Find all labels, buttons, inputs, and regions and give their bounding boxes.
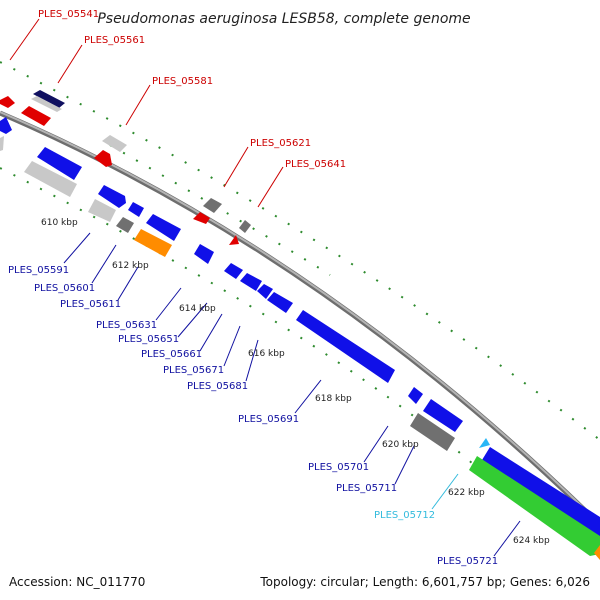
gene-label[interactable]: PLES_05591 xyxy=(8,265,69,276)
accession-text: Accession: NC_011770 xyxy=(9,575,145,589)
gene-label[interactable]: PLES_05561 xyxy=(84,35,145,46)
scale-labels: 610 kbp 612 kbp 614 kbp 616 kbp 618 kbp … xyxy=(41,218,550,546)
label-leaders-cyan xyxy=(431,473,459,510)
genome-backbone xyxy=(0,110,600,527)
gene-label[interactable]: PLES_05541 xyxy=(38,9,99,20)
gene-feature xyxy=(193,212,210,224)
scale-label: 618 kbp xyxy=(315,394,352,404)
gene-feature xyxy=(410,413,455,451)
gene-label[interactable]: PLES_05631 xyxy=(96,320,157,331)
gene-label[interactable]: PLES_05721 xyxy=(437,556,498,567)
gene-feature xyxy=(37,147,82,180)
scale-label: 622 kbp xyxy=(448,488,485,498)
gene-feature xyxy=(98,185,126,208)
gene-label[interactable]: PLES_05621 xyxy=(250,138,311,149)
scale-label: 616 kbp xyxy=(248,349,285,359)
gene-feature xyxy=(116,217,134,233)
gene-label[interactable]: PLES_05641 xyxy=(285,159,346,170)
gene-feature xyxy=(203,198,222,213)
gene-label[interactable]: PLES_05671 xyxy=(163,365,224,376)
gene-label[interactable]: PLES_05651 xyxy=(118,334,179,345)
gene-feature xyxy=(224,263,243,279)
gene-feature xyxy=(239,220,251,233)
gene-feature xyxy=(102,135,127,152)
gene-feature xyxy=(482,447,600,540)
gene-label[interactable]: PLES_05661 xyxy=(141,349,202,360)
gene-feature xyxy=(21,106,51,126)
gene-feature xyxy=(479,438,490,448)
gene-label[interactable]: PLES_05711 xyxy=(336,483,397,494)
gene-label[interactable]: PLES_05681 xyxy=(187,381,248,392)
gene-feature xyxy=(257,284,273,299)
label-leaders-red xyxy=(9,18,284,208)
gene-feature xyxy=(146,214,181,241)
genes-lower-strand xyxy=(0,117,600,560)
gene-label[interactable]: PLES_05611 xyxy=(60,299,121,310)
gene-feature xyxy=(194,244,214,264)
gene-feature xyxy=(31,96,62,112)
scale-label: 614 kbp xyxy=(179,304,216,314)
genome-summary-text: Topology: circular; Length: 6,601,757 bp… xyxy=(259,575,590,589)
gene-feature xyxy=(88,199,116,222)
gene-feature xyxy=(594,545,600,560)
label-leaders-blue xyxy=(63,232,521,557)
gene-feature xyxy=(469,456,600,556)
gene-label[interactable]: PLES_05581 xyxy=(152,76,213,87)
scale-label: 612 kbp xyxy=(112,261,149,271)
gene-labels-lower: PLES_05591 PLES_05601 PLES_05611 PLES_05… xyxy=(8,265,498,567)
gene-feature xyxy=(134,229,172,257)
gene-feature xyxy=(128,202,144,217)
gene-feature xyxy=(423,399,463,432)
gene-feature xyxy=(408,387,423,404)
gene-feature xyxy=(240,273,262,291)
gene-feature xyxy=(229,235,239,245)
gene-feature xyxy=(0,117,12,134)
gene-feature xyxy=(267,292,293,313)
scale-label: 610 kbp xyxy=(41,218,78,228)
gene-feature xyxy=(0,96,15,108)
gene-label[interactable]: PLES_05701 xyxy=(308,462,369,473)
scale-label: 620 kbp xyxy=(382,440,419,450)
gene-feature xyxy=(94,150,112,167)
gene-feature xyxy=(296,310,395,383)
gene-feature xyxy=(33,90,65,108)
gene-feature xyxy=(0,136,4,151)
gene-label[interactable]: PLES_05691 xyxy=(238,414,299,425)
scale-label: 624 kbp xyxy=(513,536,550,546)
outer-dotted-track xyxy=(0,61,600,471)
gene-label[interactable]: PLES_05601 xyxy=(34,283,95,294)
genes-upper-strand xyxy=(0,90,251,245)
gene-labels-upper: PLES_05541 PLES_05561 PLES_05581 PLES_05… xyxy=(38,9,346,170)
map-title: Pseudomonas aeruginosa LESB58, complete … xyxy=(97,11,470,27)
gene-label[interactable]: PLES_05712 xyxy=(374,510,435,521)
gene-feature xyxy=(24,161,77,197)
